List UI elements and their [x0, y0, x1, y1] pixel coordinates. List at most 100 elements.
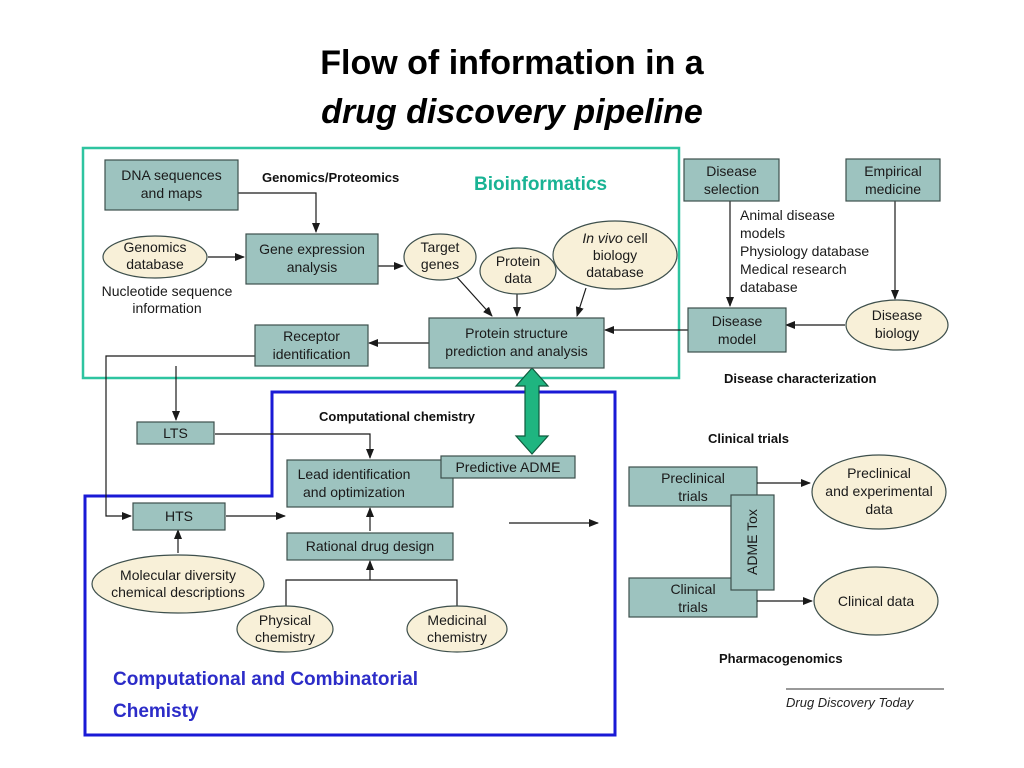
- in-vivo-database-label: In vivo cell: [582, 230, 647, 246]
- disease-biology-label-2: biology: [875, 325, 919, 341]
- rational-drug-design-node: Rational drug design: [286, 532, 454, 561]
- clinical-data-node: Clinical data: [813, 566, 939, 636]
- disease-biology-label: Disease: [872, 307, 923, 323]
- connector-invivo-to-structure: [575, 287, 587, 317]
- adme-tox-label: ADME Tox: [744, 509, 760, 575]
- preclinical-data-node: Preclinical and experimental data: [811, 454, 947, 530]
- disease-selection-label: Disease: [706, 163, 757, 179]
- clinical-data-label: Clinical data: [838, 593, 914, 609]
- gene-expression-label: Gene expression: [259, 241, 365, 257]
- dna-sequences-node: DNA sequences and maps: [104, 159, 239, 211]
- combinatorial-region-frame: [83, 390, 617, 737]
- medicinal-chemistry-node: Medicinal chemistry: [406, 605, 508, 653]
- medicinal-chemistry-label: Medicinal: [427, 612, 486, 628]
- slide-title-line2: drug discovery pipeline: [321, 93, 703, 131]
- animal-models-line5: database: [740, 279, 798, 295]
- clinical-trials-label-2: trials: [678, 599, 708, 615]
- preclinical-trials-label: Preclinical: [661, 470, 725, 486]
- preclinical-data-label-3: data: [865, 501, 892, 517]
- target-genes-node: Target genes: [403, 233, 477, 281]
- physical-chemistry-label-2: chemistry: [255, 629, 315, 645]
- credit-label: Drug Discovery Today: [786, 695, 915, 710]
- disease-biology-node: Disease biology: [845, 299, 949, 351]
- receptor-identification-label-2: identification: [273, 346, 351, 362]
- lts-label: LTS: [163, 425, 188, 441]
- disease-selection-node: Disease selection: [683, 158, 780, 202]
- protein-data-label: Protein: [496, 253, 540, 269]
- nucleotide-annotation: Nucleotide sequence: [102, 283, 233, 299]
- adme-tox-node: ADME Tox: [730, 494, 775, 591]
- target-genes-label: Target: [421, 239, 460, 255]
- animal-models-annotation: Animal disease models Physiology databas…: [740, 207, 869, 295]
- lts-node: LTS: [136, 421, 215, 445]
- animal-models-line4: Medical research: [740, 261, 847, 277]
- connector-lts-to-lead: [215, 433, 374, 459]
- connector-physical-medicinal-to-rational: [285, 579, 458, 606]
- connector-dna-to-gene-expression: [238, 192, 320, 233]
- receptor-identification-label: Receptor: [283, 328, 340, 344]
- empirical-medicine-label: Empirical: [864, 163, 922, 179]
- hts-label: HTS: [165, 508, 193, 524]
- gene-expression-label-2: analysis: [287, 259, 338, 275]
- animal-models-line3: Physiology database: [740, 243, 869, 259]
- slide-title-line1: Flow of information in a: [320, 44, 704, 82]
- receptor-identification-node: Receptor identification: [254, 324, 369, 367]
- target-genes-label-2: genes: [421, 256, 459, 272]
- clinical-trials-label: Clinical: [670, 581, 715, 597]
- rational-drug-design-label: Rational drug design: [306, 538, 434, 554]
- double-arrow: [514, 367, 550, 455]
- lead-identification-label-2: and optimization: [303, 484, 405, 500]
- medicinal-chemistry-label-2: chemistry: [427, 629, 487, 645]
- gene-expression-node: Gene expression analysis: [245, 233, 379, 285]
- genomics-database-node: Genomics database: [102, 235, 208, 279]
- physical-chemistry-label: Physical: [259, 612, 311, 628]
- protein-data-label-2: data: [504, 270, 531, 286]
- protein-structure-label: Protein structure: [465, 325, 568, 341]
- computational-chemistry-heading: Computational chemistry: [319, 409, 476, 424]
- molecular-diversity-node: Molecular diversity chemical description…: [91, 554, 265, 614]
- clinical-trials-heading: Clinical trials: [708, 431, 789, 446]
- molecular-diversity-label-2: chemical descriptions: [111, 584, 245, 600]
- in-vivo-database-label-2: biology: [593, 247, 637, 263]
- protein-structure-label-2: prediction and analysis: [445, 343, 587, 359]
- preclinical-data-label: Preclinical: [847, 465, 911, 481]
- dna-sequences-label-2: and maps: [141, 185, 202, 201]
- genomics-database-label: Genomics: [123, 239, 186, 255]
- predictive-adme-label: Predictive ADME: [455, 459, 560, 475]
- in-vivo-database-label-3: database: [586, 264, 644, 280]
- bioinformatics-label: Bioinformatics: [474, 174, 607, 195]
- nucleotide-annotation-2: information: [132, 300, 201, 316]
- disease-characterization-heading: Disease characterization: [724, 371, 877, 386]
- empirical-medicine-label-2: medicine: [865, 181, 921, 197]
- genomics-proteomics-heading: Genomics/Proteomics: [262, 170, 399, 185]
- animal-models-line2: models: [740, 225, 785, 241]
- in-vivo-database-node: In vivo cell biology database: [552, 220, 678, 290]
- combinatorial-region-label: Computational and Combinatorial: [113, 669, 418, 690]
- combinatorial-region-label-2: Chemisty: [113, 701, 199, 722]
- genomics-database-label-2: database: [126, 256, 184, 272]
- connectors: [105, 192, 899, 606]
- lead-identification-label: Lead identification: [298, 466, 411, 482]
- physical-chemistry-node: Physical chemistry: [236, 605, 334, 653]
- connector-receptor-to-hts: [105, 355, 255, 520]
- molecular-diversity-label: Molecular diversity: [120, 567, 236, 583]
- pharmacogenomics-heading: Pharmacogenomics: [719, 651, 843, 666]
- hts-node: HTS: [132, 502, 226, 531]
- connector-target-to-protein-structure: [454, 274, 493, 317]
- disease-model-label: Disease: [712, 313, 763, 329]
- protein-data-node: Protein data: [479, 247, 557, 295]
- animal-models-line1: Animal disease: [740, 207, 835, 223]
- preclinical-data-label-2: and experimental: [825, 483, 932, 499]
- disease-selection-label-2: selection: [704, 181, 759, 197]
- empirical-medicine-node: Empirical medicine: [845, 158, 941, 202]
- protein-structure-node: Protein structure prediction and analysi…: [428, 317, 605, 369]
- disease-model-label-2: model: [718, 331, 756, 347]
- bioinformatics-region-frame: [81, 146, 681, 380]
- preclinical-trials-label-2: trials: [678, 488, 708, 504]
- disease-model-node: Disease model: [687, 307, 787, 353]
- dna-sequences-label: DNA sequences: [121, 167, 221, 183]
- predictive-adme-node: Predictive ADME: [440, 455, 576, 479]
- lead-identification-node: Lead identification and optimization: [286, 459, 454, 508]
